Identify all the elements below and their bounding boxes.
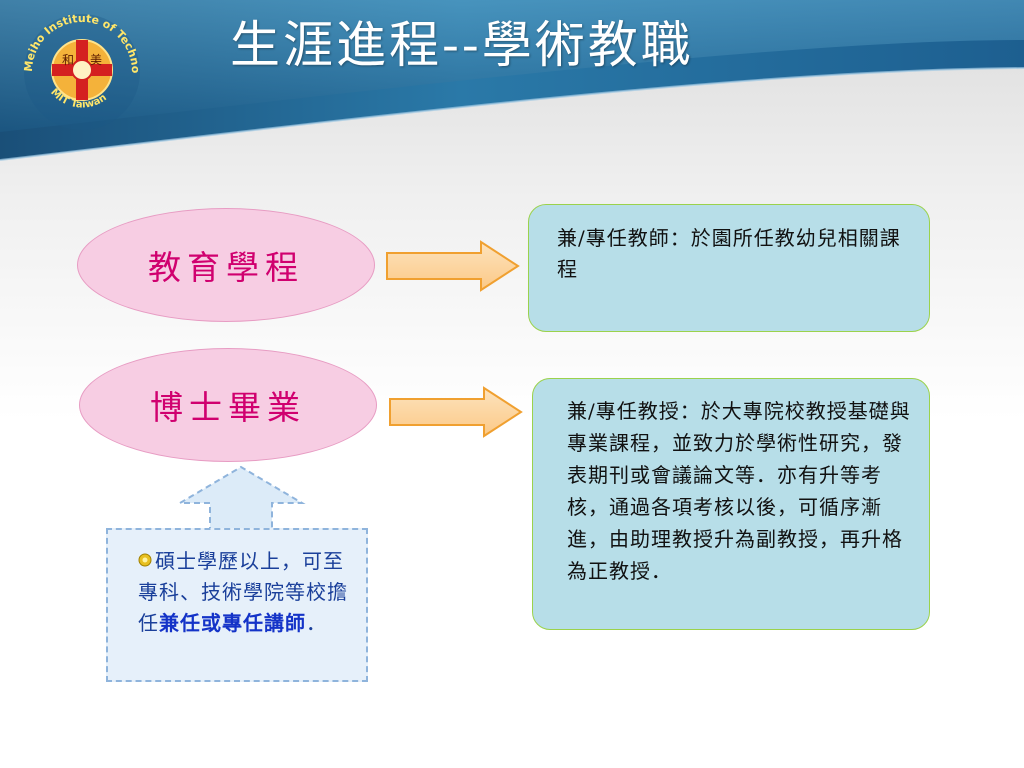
path-2-outcome-box: 兼/專任教授：於大專院校教授基礎與專業課程，並致力於學術性研究，發表期刊或會議論… — [532, 378, 930, 630]
path-2-outcome-text: 兼/專任教授：於大專院校教授基礎與專業課程，並致力於學術性研究，發表期刊或會議論… — [567, 399, 911, 583]
note-box: 碩士學歷以上，可至專科、技術學院等校擔任兼任或專任講師． — [106, 528, 368, 682]
path-1-outcome-box: 兼/專任教師：於園所任教幼兒相關課程 — [528, 204, 930, 332]
path-2-label: 博士畢業 — [150, 388, 306, 427]
path-1-label: 教育學程 — [148, 248, 304, 287]
up-arrow-icon — [176, 465, 306, 533]
note-highlight: 兼任或專任講師 — [159, 611, 306, 635]
flower-bullet-icon — [138, 553, 152, 567]
note-text: 碩士學歷以上，可至專科、技術學院等校擔任 — [138, 549, 348, 635]
slide-title: 生涯進程--學術教職 — [230, 16, 694, 74]
path-2-right-arrow-icon — [389, 386, 523, 438]
logo-center-left: 和 — [62, 53, 74, 67]
note-end: ． — [306, 611, 327, 635]
meiho-logo-icon: Meiho Institute of Technology MIT Taiwan… — [18, 8, 142, 130]
path-1-ellipse: 教育學程 — [77, 208, 375, 322]
path-1-right-arrow-icon — [386, 240, 520, 292]
path-2-ellipse: 博士畢業 — [79, 348, 377, 462]
path-1-outcome-text: 兼/專任教師：於園所任教幼兒相關課程 — [557, 226, 901, 281]
header-band — [0, 0, 1024, 161]
logo-center-right: 美 — [90, 53, 102, 67]
